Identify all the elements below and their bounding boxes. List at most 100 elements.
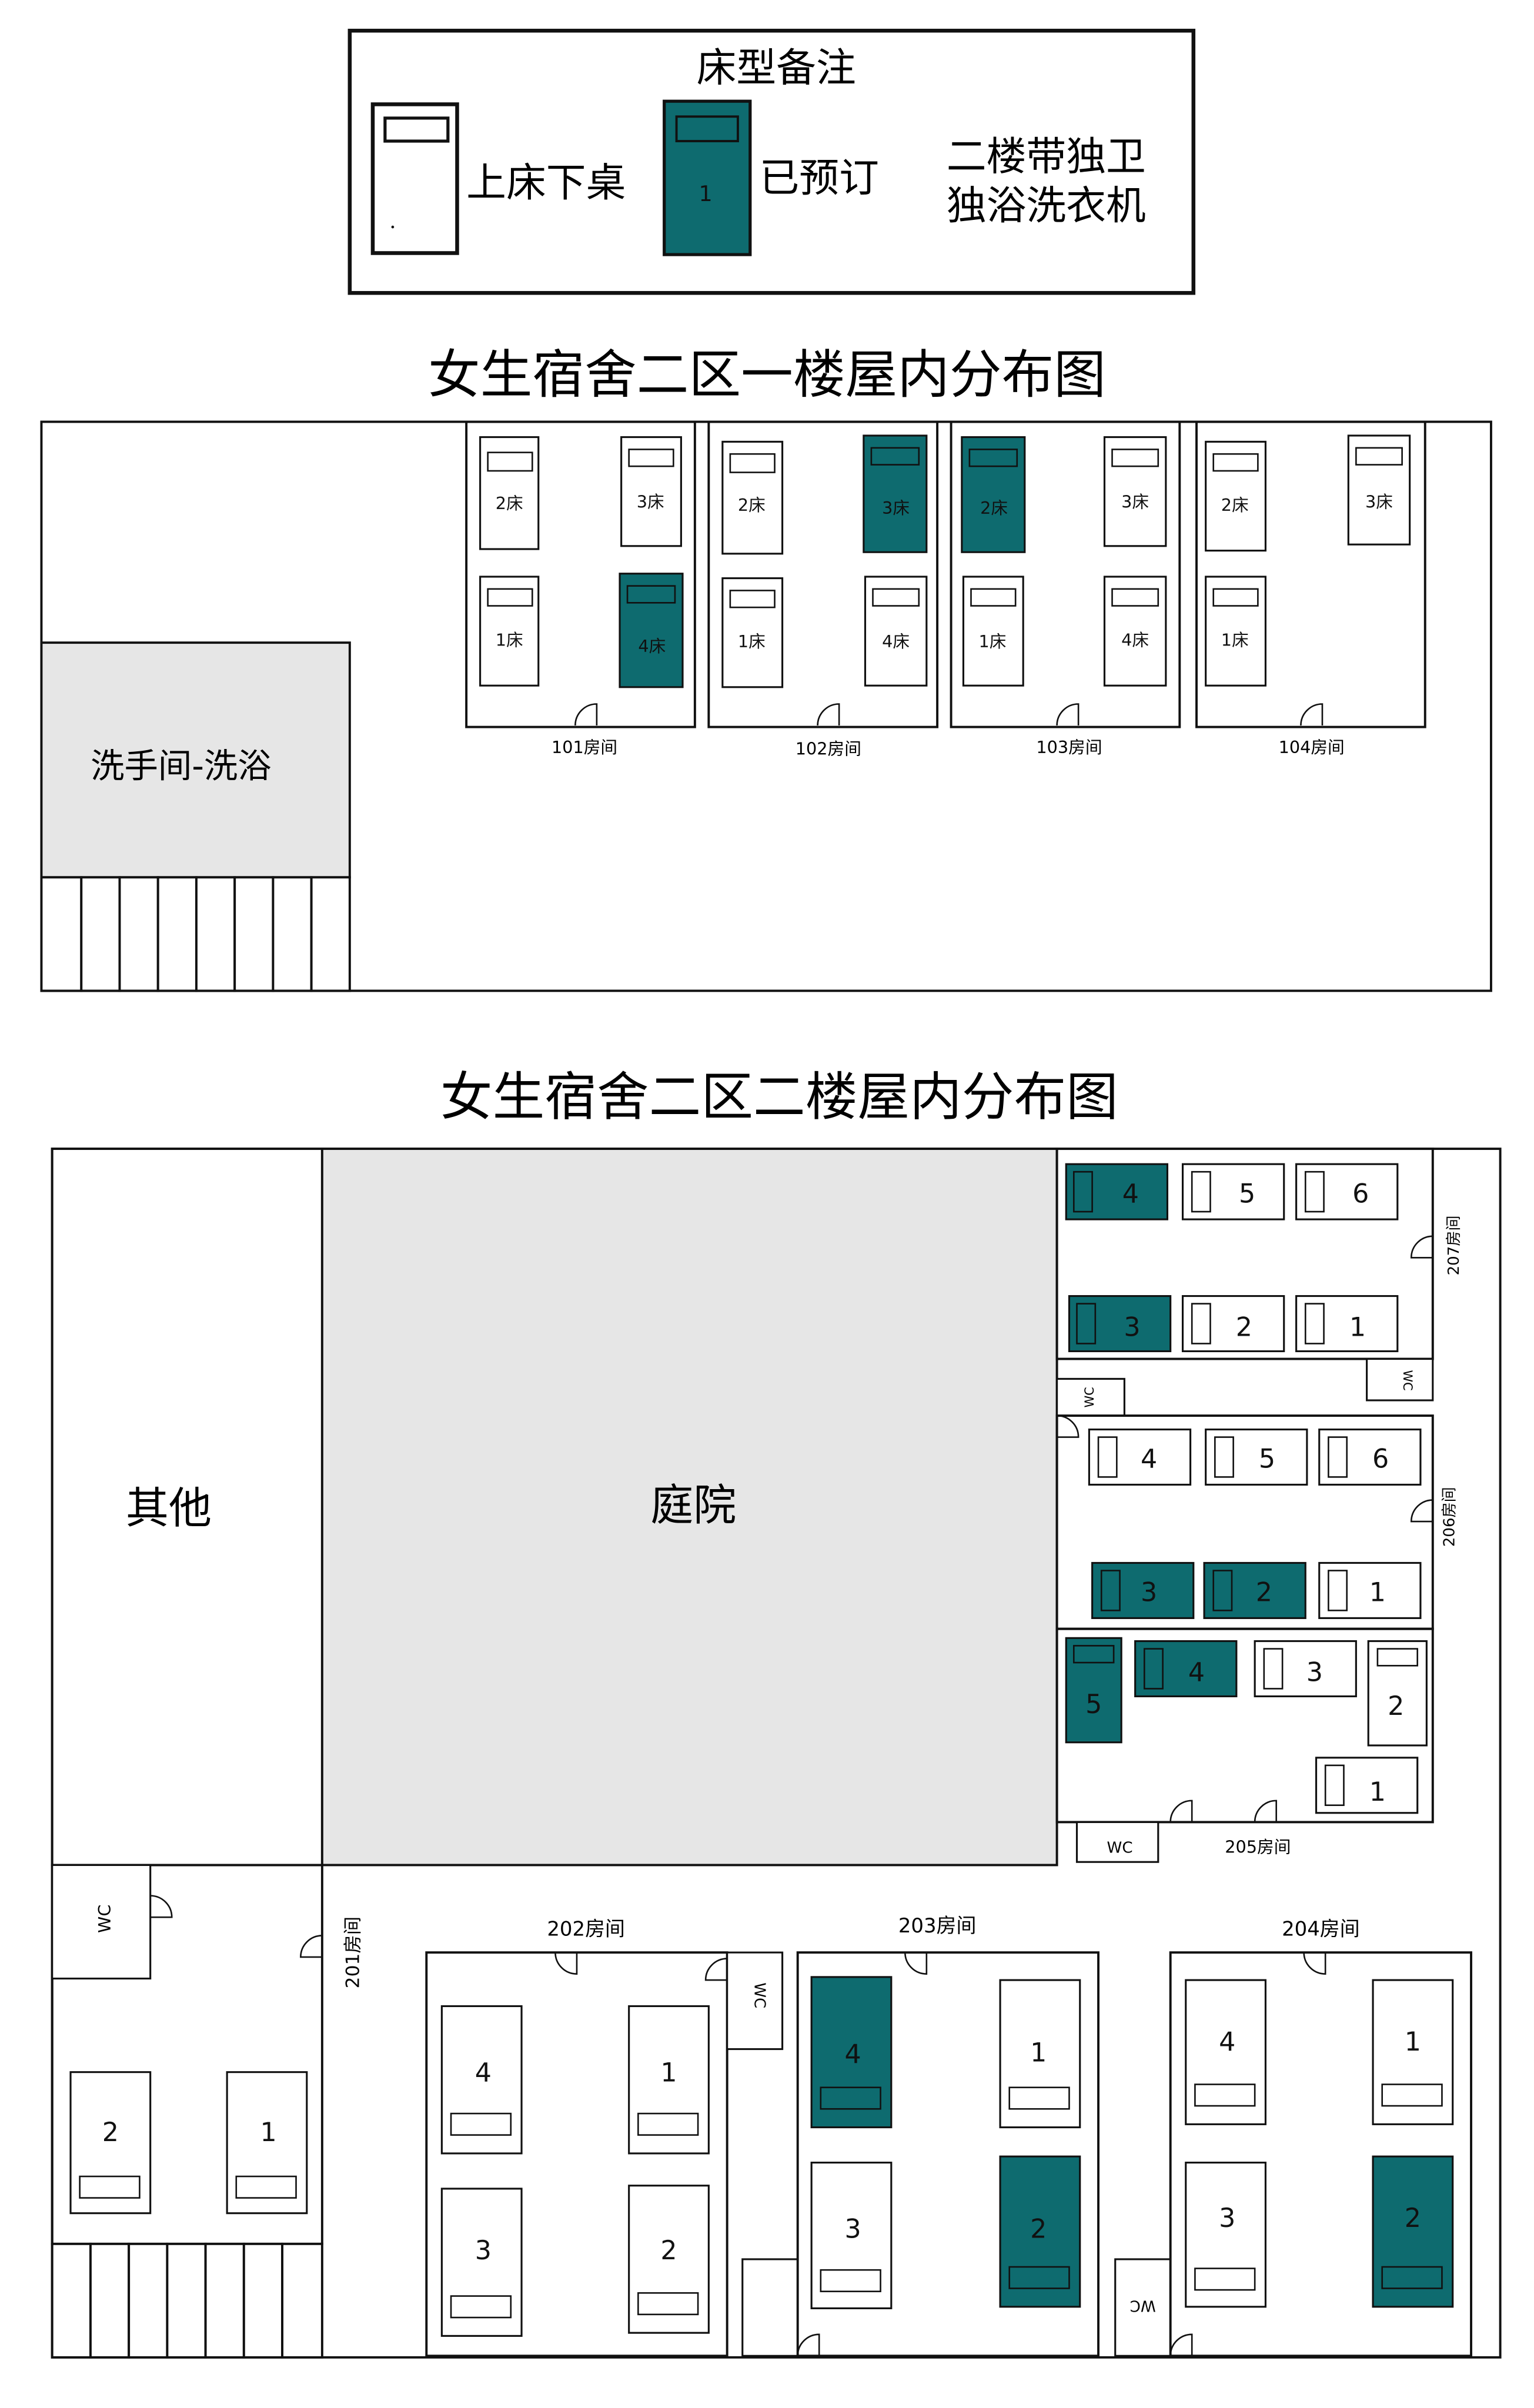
svg-text:1: 1: [1349, 1312, 1366, 1342]
room-101-bed-1[interactable]: 2床: [479, 436, 540, 550]
room-204-bed-4[interactable]: 4: [1185, 1979, 1266, 2125]
svg-text:4: 4: [1122, 1179, 1139, 1209]
room-204-bed-3[interactable]: 3: [1185, 2162, 1266, 2308]
svg-text:6: 6: [1372, 1444, 1389, 1474]
room-203-bed-1[interactable]: 1: [999, 1979, 1081, 2129]
room-205[interactable]: 5 4 3 2 1: [1055, 1627, 1434, 1824]
room-205-bed-1[interactable]: 1: [1315, 1757, 1419, 1814]
room-207-bed-5[interactable]: 5: [1181, 1163, 1285, 1220]
stair-box-202: [741, 2258, 799, 2357]
room-207-bed-3[interactable]: 3: [1068, 1295, 1172, 1353]
svg-text:1床: 1床: [979, 631, 1007, 651]
room-207-bed-4[interactable]: 4: [1065, 1163, 1169, 1220]
room-205-bed-4[interactable]: 4: [1134, 1640, 1238, 1698]
room-204[interactable]: 4 1 3 2: [1169, 1951, 1472, 2357]
legend-note-line2: 独浴洗衣机: [947, 182, 1146, 229]
room-206-bed-6[interactable]: 6: [1318, 1428, 1422, 1486]
room-101-bed-2[interactable]: 3床: [620, 436, 682, 547]
room-104-label: 104房间: [1279, 737, 1345, 757]
room-203-bed-3[interactable]: 3: [810, 2162, 893, 2309]
svg-text:2: 2: [1405, 2203, 1421, 2233]
svg-text:4床: 4床: [882, 631, 910, 651]
room-204-bed-1[interactable]: 1: [1372, 1979, 1454, 2125]
room-103-bed-1[interactable]: 2床: [961, 436, 1026, 553]
room-102-label: 102房间: [796, 739, 861, 759]
room-206-label: 206房间: [1441, 1487, 1458, 1547]
room-103-bed-2[interactable]: 3床: [1103, 436, 1167, 547]
room-103-bed-4[interactable]: 4床: [1103, 576, 1167, 687]
room-206-bed-3[interactable]: 3: [1091, 1561, 1195, 1619]
room-206-bed-5[interactable]: 5: [1205, 1428, 1308, 1486]
room-102-bed-3[interactable]: 1床: [721, 577, 784, 688]
room-103-bed-3[interactable]: 1床: [962, 576, 1024, 687]
room-101[interactable]: 2床 3床 1床 4床 101房间: [465, 420, 696, 757]
svg-text:WC: WC: [1130, 2296, 1156, 2314]
room-104[interactable]: 2床 3床 1床 104房间: [1195, 420, 1426, 757]
legend-loft-label: 上床下桌: [466, 159, 626, 206]
room-202-bed-3[interactable]: 3: [440, 2188, 523, 2337]
room-202-bed-4[interactable]: 4: [440, 2005, 523, 2155]
svg-text:2床: 2床: [980, 498, 1008, 518]
svg-text:2: 2: [660, 2236, 677, 2266]
floor1-title: 女生宿舍二区一楼屋内分布图: [428, 345, 1106, 405]
room-206-bed-1[interactable]: 1: [1318, 1561, 1422, 1619]
svg-text:3: 3: [1219, 2203, 1235, 2233]
room-206-bed-4[interactable]: 4: [1088, 1428, 1192, 1486]
room-202-bed-1[interactable]: 1: [628, 2005, 710, 2155]
svg-text:3: 3: [1124, 1312, 1140, 1342]
svg-text:1: 1: [1030, 2038, 1047, 2068]
room-207-bed-1[interactable]: 1: [1295, 1295, 1399, 1353]
wc-202: WC: [726, 1951, 784, 2051]
room-205-bed-2[interactable]: 2: [1367, 1640, 1428, 1747]
room-101-label: 101房间: [552, 737, 617, 757]
room-102-bed-2[interactable]: 3床: [863, 434, 928, 553]
room-201-bed-2[interactable]: 2: [69, 2071, 152, 2215]
room-104-bed-1[interactable]: 2床: [1205, 440, 1266, 552]
room-206[interactable]: 206房间 4 5 6 3: [1055, 1414, 1459, 1630]
svg-text:6: 6: [1352, 1179, 1369, 1209]
room-203-bed-4[interactable]: 4: [810, 1976, 893, 2129]
room-203-bed-2[interactable]: 2: [999, 2155, 1081, 2308]
room-201[interactable]: WC 201房间 2 1: [51, 1864, 364, 2245]
room-102-bed-4[interactable]: 4床: [864, 576, 928, 687]
wc-207-left: WC: [1056, 1377, 1125, 1417]
svg-text:2床: 2床: [1221, 495, 1249, 515]
svg-text:4: 4: [844, 2039, 861, 2069]
room-104-bed-2[interactable]: 3床: [1347, 434, 1411, 546]
floor1-washroom-label: 洗手间-洗浴: [91, 747, 272, 786]
svg-text:3: 3: [844, 2214, 861, 2244]
room-203[interactable]: 4 1 3 2: [796, 1951, 1100, 2357]
room-101-bed-3[interactable]: 1床: [479, 576, 540, 687]
svg-text:3床: 3床: [882, 498, 910, 518]
room-202[interactable]: 4 1 3 2: [425, 1951, 728, 2357]
room-203-label: 203房间: [898, 1914, 977, 1937]
svg-text:1: 1: [260, 2118, 276, 2148]
room-102-bed-1[interactable]: 2床: [721, 440, 784, 555]
room-202-label: 202房间: [547, 1917, 625, 1940]
room-103-label: 103房间: [1036, 737, 1102, 757]
room-207-bed-6[interactable]: 6: [1295, 1163, 1399, 1220]
room-207[interactable]: 207房间 4 5 6 3: [1055, 1148, 1463, 1360]
room-205-bed-5[interactable]: 5: [1065, 1637, 1122, 1744]
legend-booked-label: 已预订: [759, 155, 879, 201]
svg-text:1: 1: [1369, 1777, 1386, 1807]
room-204-bed-2[interactable]: 2: [1372, 2155, 1454, 2308]
svg-text:1床: 1床: [738, 631, 766, 651]
room-102[interactable]: 2床 3床 1床 4床 102房间: [707, 420, 939, 759]
room-103[interactable]: 2床 3床 1床 4床 103房间: [950, 420, 1181, 757]
floor1-shower-stalls: [40, 876, 351, 992]
room-101-bed-4[interactable]: 4床: [619, 573, 684, 688]
wc-207-right: WC: [1366, 1357, 1434, 1402]
svg-text:3床: 3床: [1121, 492, 1149, 512]
legend-booked-bed-icon: [663, 99, 752, 256]
svg-text:3: 3: [1141, 1578, 1157, 1608]
room-207-bed-2[interactable]: 2: [1181, 1295, 1285, 1353]
svg-text:4床: 4床: [1121, 630, 1149, 650]
room-206-bed-2[interactable]: 2: [1203, 1561, 1306, 1619]
room-202-bed-2[interactable]: 2: [628, 2185, 710, 2334]
room-205-bed-3[interactable]: 3: [1254, 1640, 1357, 1698]
room-104-bed-3[interactable]: 1床: [1205, 576, 1266, 687]
svg-text:3床: 3床: [637, 492, 664, 512]
room-201-bed-1[interactable]: 1: [226, 2071, 308, 2215]
